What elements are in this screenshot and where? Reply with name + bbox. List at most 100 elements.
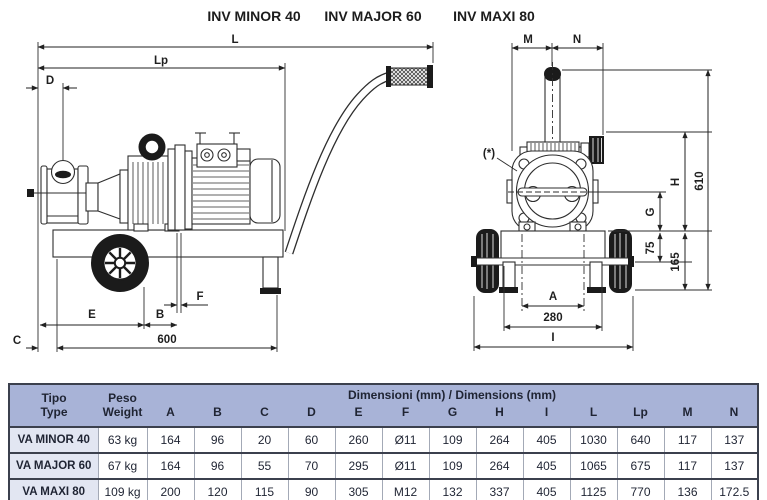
cell-value: 164 bbox=[146, 426, 194, 453]
cell-value: 264 bbox=[475, 452, 523, 479]
cell-value: 137 bbox=[710, 426, 759, 453]
cell-value: 172.5 bbox=[710, 478, 759, 500]
cell-value: 1065 bbox=[569, 452, 617, 479]
cell-value: 295 bbox=[334, 452, 382, 479]
dim-label-G: G bbox=[645, 207, 657, 216]
col-header-D: D bbox=[288, 405, 335, 427]
type-header-en: Type bbox=[40, 404, 68, 419]
type-header-it: Tipo bbox=[41, 390, 67, 405]
dim-label-I: I bbox=[551, 332, 554, 344]
pump-front bbox=[506, 150, 599, 232]
row-type: VA MINOR 40 bbox=[9, 426, 98, 453]
col-header-G: G bbox=[429, 405, 476, 427]
col-header-A: A bbox=[147, 405, 194, 427]
cell-value: 305 bbox=[334, 478, 382, 500]
side-view-machine bbox=[27, 65, 433, 313]
col-header-L: L bbox=[570, 405, 617, 427]
cell-value: 200 bbox=[146, 478, 194, 500]
type-column-header: Tipo Type bbox=[9, 384, 98, 427]
caption-inv-minor-40: INV MINOR 40 bbox=[207, 8, 301, 24]
chassis-front bbox=[500, 230, 606, 263]
cell-value: 405 bbox=[522, 452, 570, 479]
inlet-port bbox=[27, 159, 93, 225]
cell-value: M12 bbox=[381, 478, 429, 500]
cell-value: 137 bbox=[710, 452, 759, 479]
cell-value: 120 bbox=[193, 478, 241, 500]
cell-value: 337 bbox=[475, 478, 523, 500]
col-header-N: N bbox=[711, 405, 759, 427]
table-row-va-minor-40: VA MINOR 40 63 kg 164 96 20 60 260 Ø11 1… bbox=[9, 426, 759, 453]
dim-label-L: L bbox=[231, 34, 238, 46]
dimensions-span-header: Dimensioni (mm) / Dimensions (mm) bbox=[147, 384, 759, 405]
cell-value: Ø11 bbox=[381, 452, 429, 479]
cell-value: 115 bbox=[240, 478, 288, 500]
dim-label-600: 600 bbox=[157, 334, 176, 346]
table-row-va-maxi-80: VA MAXI 80 109 kg 200 120 115 90 305 M12… bbox=[9, 478, 759, 500]
cell-value: 770 bbox=[616, 478, 664, 500]
dim-letter-header-row: A B C D E F G H I L Lp M N bbox=[9, 405, 759, 427]
cell-value: 117 bbox=[663, 426, 711, 453]
col-header-I: I bbox=[523, 405, 570, 427]
wheel-side bbox=[91, 234, 149, 292]
col-header-Lp: Lp bbox=[617, 405, 664, 427]
cell-value: Ø11 bbox=[381, 426, 429, 453]
dim-label-C: C bbox=[13, 335, 21, 347]
cell-value: 264 bbox=[475, 426, 523, 453]
cell-value: 60 bbox=[287, 426, 335, 453]
col-header-H: H bbox=[476, 405, 523, 427]
dim-label-N: N bbox=[573, 34, 581, 46]
dim-label-M: M bbox=[523, 34, 533, 46]
cell-value: 164 bbox=[146, 452, 194, 479]
col-header-B: B bbox=[194, 405, 241, 427]
cell-value: 1030 bbox=[569, 426, 617, 453]
model-captions: INV MINOR 40 INV MAJOR 60 INV MAXI 80 bbox=[207, 8, 535, 24]
col-header-F: F bbox=[382, 405, 429, 427]
cell-value: 109 bbox=[428, 426, 476, 453]
dim-label-E: E bbox=[88, 309, 96, 321]
col-header-C: C bbox=[241, 405, 288, 427]
cell-value: 96 bbox=[193, 452, 241, 479]
cell-value: 675 bbox=[616, 452, 664, 479]
table-row-va-major-60: VA MAJOR 60 67 kg 164 96 55 70 295 Ø11 1… bbox=[9, 452, 759, 479]
dim-label-D: D bbox=[46, 75, 54, 87]
chassis-side bbox=[52, 229, 284, 258]
cell-value: 117 bbox=[663, 452, 711, 479]
side-view-dimensions: L Lp D E B F C 600 bbox=[13, 34, 434, 352]
dim-label-75: 75 bbox=[645, 241, 657, 254]
cell-value: 70 bbox=[287, 452, 335, 479]
row-type: VA MAXI 80 bbox=[9, 478, 98, 500]
col-header-E: E bbox=[335, 405, 382, 427]
note-asterisk: (*) bbox=[483, 148, 495, 160]
handle-grip bbox=[389, 67, 429, 86]
cell-value: 640 bbox=[616, 426, 664, 453]
pump-body bbox=[127, 133, 180, 232]
cell-value: 132 bbox=[428, 478, 476, 500]
cell-value: 136 bbox=[663, 478, 711, 500]
cell-value: 20 bbox=[240, 426, 288, 453]
cell-value: 55 bbox=[240, 452, 288, 479]
cell-value: 405 bbox=[522, 426, 570, 453]
technical-drawing: INV MINOR 40 INV MAJOR 60 INV MAXI 80 bbox=[13, 8, 712, 352]
cell-value: 260 bbox=[334, 426, 382, 453]
weight-column-header: Peso Weight bbox=[98, 384, 147, 427]
row-weight: 67 kg bbox=[97, 452, 147, 479]
cell-value: 1125 bbox=[569, 478, 617, 500]
weight-header-it: Peso bbox=[108, 390, 137, 405]
row-weight: 109 kg bbox=[97, 478, 147, 500]
dim-label-Lp: Lp bbox=[154, 55, 168, 67]
cell-value: 405 bbox=[522, 478, 570, 500]
caption-inv-maxi-80: INV MAXI 80 bbox=[453, 8, 535, 24]
weight-header-en: Weight bbox=[102, 404, 143, 419]
col-header-M: M bbox=[664, 405, 711, 427]
motor bbox=[184, 132, 281, 230]
cell-value: 109 bbox=[428, 452, 476, 479]
dim-label-280: 280 bbox=[543, 312, 562, 324]
spec-table: Tipo Type Peso Weight Dimensioni (mm) / … bbox=[8, 383, 760, 500]
row-weight: 63 kg bbox=[97, 426, 147, 453]
cell-value: 96 bbox=[193, 426, 241, 453]
dim-label-A: A bbox=[549, 291, 557, 303]
row-type: VA MAJOR 60 bbox=[9, 452, 98, 479]
dim-label-F: F bbox=[196, 291, 203, 303]
dim-label-165: 165 bbox=[670, 252, 682, 272]
